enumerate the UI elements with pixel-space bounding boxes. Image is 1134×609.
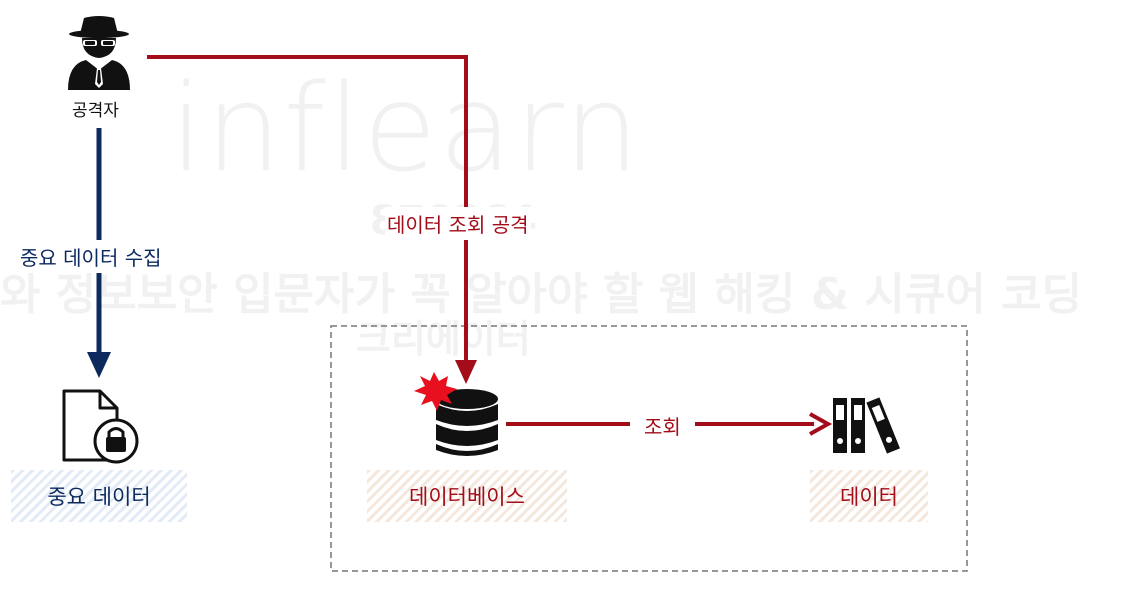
- hacker-icon: [68, 16, 130, 90]
- sensitive-data-label: 중요 데이터: [11, 470, 187, 522]
- attacker-label: 공격자: [72, 101, 119, 121]
- watermark-line3: 크리에이터: [356, 317, 531, 361]
- attack-arrow: [147, 55, 477, 384]
- binders-icon: [833, 397, 900, 454]
- watermark-brand: inflearn: [170, 60, 642, 199]
- system-boundary: [330, 325, 968, 572]
- collect-edge-label: 중요 데이터 수집: [18, 240, 164, 273]
- attack-edge-label: 데이터 조회 공격: [385, 207, 531, 240]
- data-label: 데이터: [810, 470, 928, 522]
- query-edge-label: 조회: [630, 411, 695, 440]
- locked-document-icon: [62, 389, 139, 464]
- attack-burst-icon: [414, 372, 457, 411]
- watermark-line2: 와 정보보안 입문자가 꼭 알아야 할 웹 해킹 & 시큐어 코딩: [0, 269, 1083, 320]
- database-label: 데이터베이스: [367, 470, 567, 522]
- database-icon: [436, 389, 498, 456]
